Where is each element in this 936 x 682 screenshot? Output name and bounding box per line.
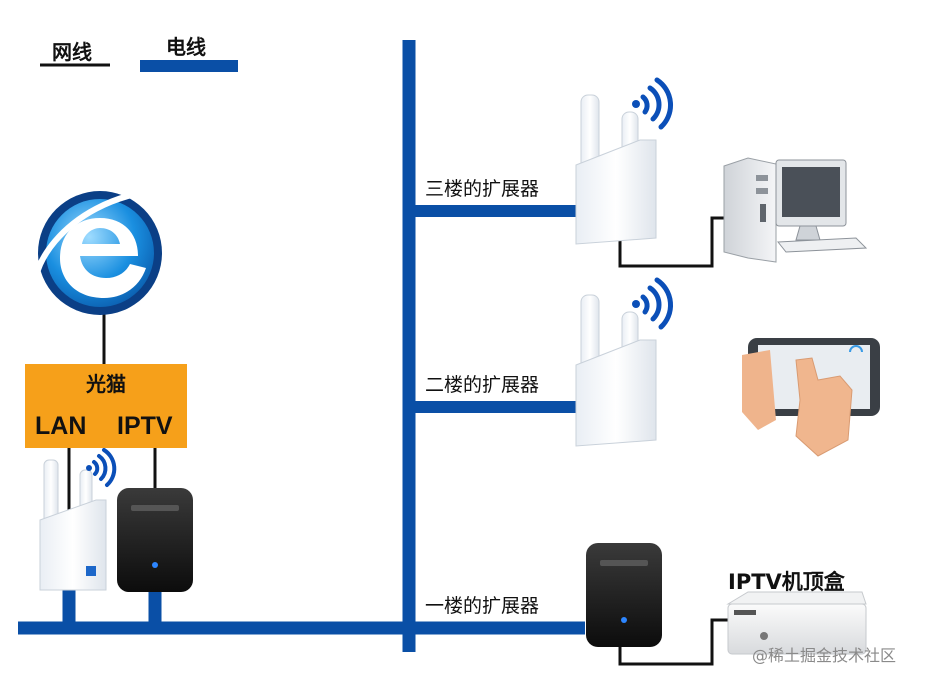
watermark: @稀土掘金技术社区 bbox=[752, 646, 897, 665]
legend-power-line-label: 电线 bbox=[166, 35, 206, 59]
powerline-adapter-icon bbox=[586, 543, 662, 647]
optical-modem: 光猫 LAN IPTV bbox=[25, 364, 187, 448]
modem-port-lan: LAN bbox=[35, 412, 87, 440]
tablet-icon bbox=[742, 338, 880, 457]
wifi-signal-icon bbox=[632, 77, 673, 130]
modem-port-iptv: IPTV bbox=[117, 412, 173, 440]
floor-3-extender-label: 三楼的扩展器 bbox=[425, 178, 540, 200]
network-cable-wiring bbox=[67, 216, 728, 666]
power-line-wiring bbox=[18, 40, 585, 652]
wireless-extender-icon bbox=[575, 294, 657, 447]
internet-explorer-icon bbox=[32, 187, 162, 315]
floor-2-extender-label: 二楼的扩展器 bbox=[425, 374, 540, 396]
set-top-box-label: IPTV机顶盒 bbox=[728, 570, 845, 594]
wifi-signal-icon bbox=[86, 448, 117, 487]
desktop-computer-icon bbox=[723, 157, 868, 263]
powerline-adapter-icon bbox=[117, 488, 193, 592]
wireless-extender-icon bbox=[575, 94, 657, 245]
set-top-box-icon bbox=[726, 591, 867, 655]
legend-network-cable-label: 网线 bbox=[52, 40, 92, 64]
modem-title: 光猫 bbox=[86, 372, 126, 396]
floor-1-extender-label: 一楼的扩展器 bbox=[425, 595, 540, 617]
wifi-signal-icon bbox=[632, 277, 673, 330]
wireless-extender-icon bbox=[39, 459, 107, 591]
